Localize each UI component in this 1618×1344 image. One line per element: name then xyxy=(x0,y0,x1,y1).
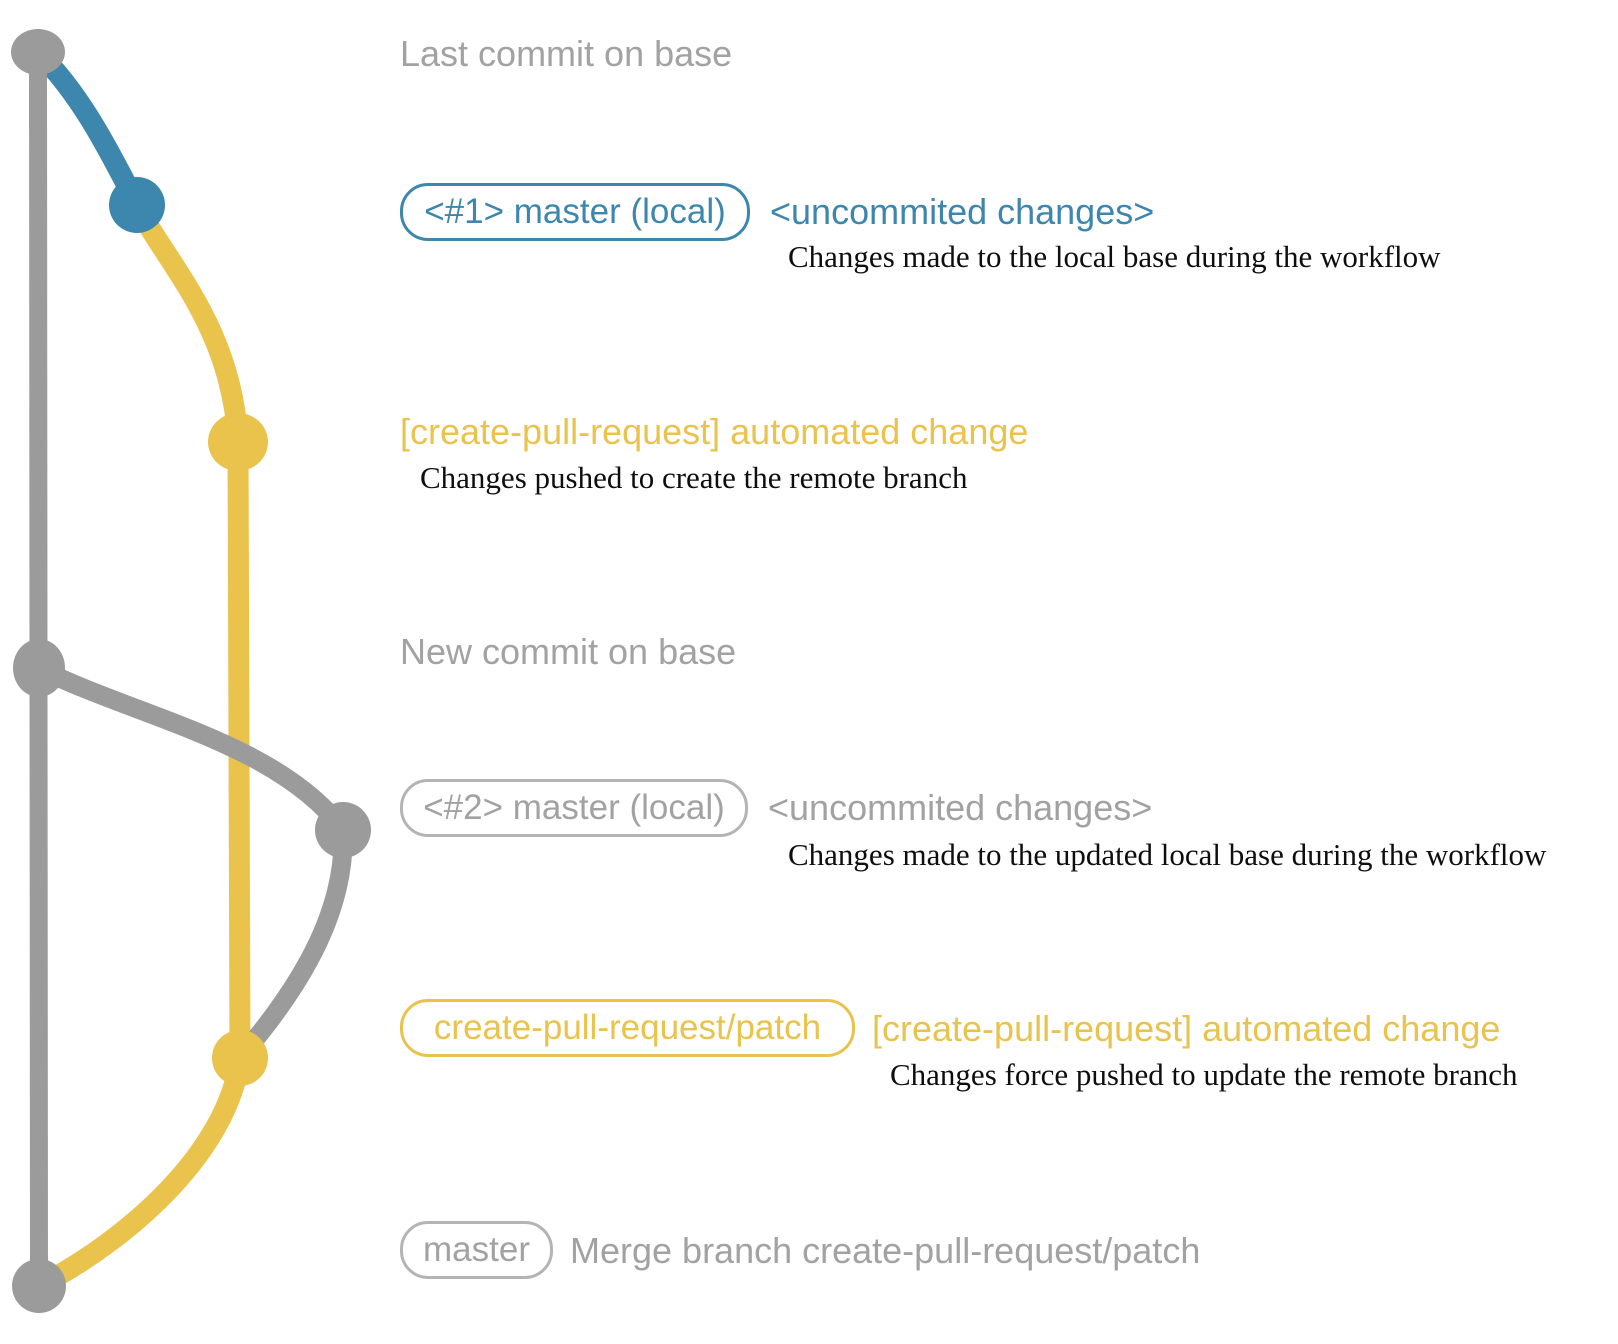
commit-node-local-master-1 xyxy=(109,177,165,233)
yellow-branch-curve-top xyxy=(126,194,249,453)
badge-master: master xyxy=(400,1221,553,1279)
commit-node-patch-created xyxy=(208,413,268,471)
gray-branch-curve-out xyxy=(29,658,353,840)
commit-node-merge xyxy=(12,1259,66,1313)
label-uncommited-changes-2: <uncommited changes> xyxy=(768,787,1153,828)
badge-patch-branch: create-pull-request/patch xyxy=(400,999,855,1057)
label-merge-branch: Merge branch create-pull-request/patch xyxy=(570,1230,1201,1271)
gray-branch-curve-down xyxy=(230,820,353,1068)
commit-node-local-master-2 xyxy=(315,802,371,858)
caption-force-push-remote-branch: Changes force pushed to update the remot… xyxy=(890,1057,1518,1092)
label-automated-change-1: [create-pull-request] automated change xyxy=(400,411,1029,452)
label-last-commit-on-base: Last commit on base xyxy=(400,33,733,74)
label-uncommited-changes-1: <uncommited changes> xyxy=(770,191,1155,232)
label-new-commit-on-base: New commit on base xyxy=(400,631,737,672)
commit-node-patch-updated xyxy=(212,1030,268,1086)
caption-push-remote-branch: Changes pushed to create the remote bran… xyxy=(420,460,968,495)
caption-local-base-changes: Changes made to the local base during th… xyxy=(788,239,1441,274)
label-automated-change-2: [create-pull-request] automated change xyxy=(872,1008,1501,1049)
badge-master-local-2: <#2> master (local) xyxy=(400,779,748,837)
yellow-merge-curve xyxy=(28,1047,251,1297)
caption-updated-local-base-changes: Changes made to the updated local base d… xyxy=(788,837,1547,872)
badge-master-local-1: <#1> master (local) xyxy=(400,183,750,241)
commit-node-last-base xyxy=(11,29,65,75)
commit-node-new-base xyxy=(13,639,65,697)
